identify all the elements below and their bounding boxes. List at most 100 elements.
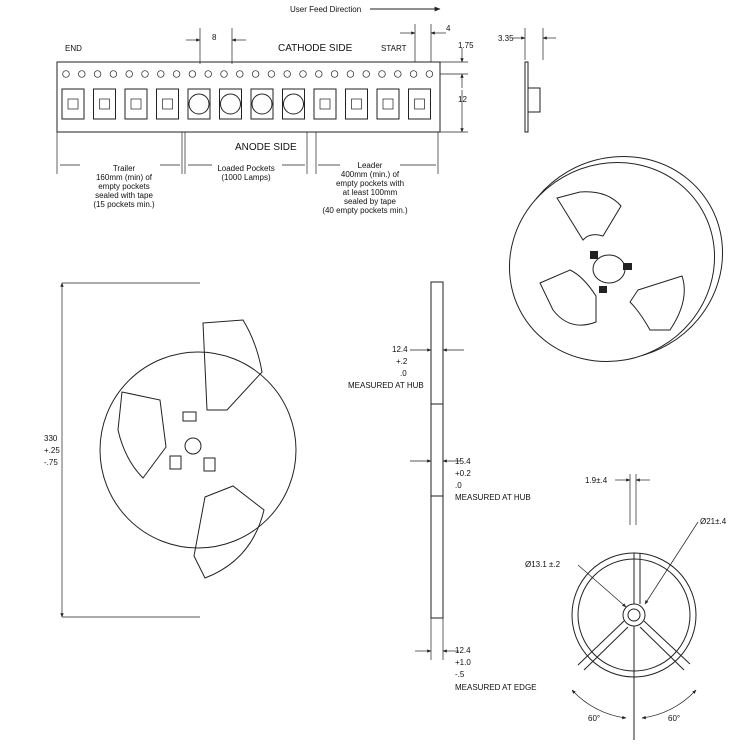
angle-right-dim: 60° [668,714,680,723]
hub-width2-dim: 15.4 +0.2 .0 MEASURED AT HUB [455,457,531,502]
tape-pocket [219,88,242,120]
dia-21-leader [644,521,699,605]
empty-pocket-cavity [351,98,362,110]
feed-direction-label: User Feed Direction [290,5,361,14]
sprocket-hole [267,70,276,78]
tape-pocket [93,88,116,120]
hub-key-left [169,455,182,470]
reel-side-view: 12.4 +.2 .0 MEASURED AT HUB 15.4 +0.2 .0… [348,281,537,692]
tape-pockets [61,88,431,120]
slot-width-dim: 1.9±.4 [585,476,608,485]
sprocket-hole [141,70,149,78]
svg-text:sealed by tape: sealed by tape [344,197,397,206]
tape-pocket [408,88,431,120]
width-dim: 12 [458,95,467,104]
svg-text:+1.0: +1.0 [455,658,471,667]
sprocket-hole [409,70,418,78]
leader-note: Leader 400mm (min.) of empty pockets wit… [322,161,408,215]
tape-pocket [345,88,368,120]
svg-text:at least 100mm: at least 100mm [343,188,398,197]
loaded-lamp [188,93,210,115]
sprocket-hole [346,70,355,78]
empty-pocket-cavity [67,98,79,110]
tape-pocket [61,88,85,120]
svg-text:sealed with tape: sealed with tape [95,191,153,200]
hole-pitch-dim: 4 [446,24,451,33]
iso-hub-key-2 [623,263,632,270]
hole-edge-dim: 1.75 [458,41,474,50]
tape-pocket [124,88,148,120]
svg-text:MEASURED AT HUB: MEASURED AT HUB [348,381,424,390]
svg-text:(15 pockets min.): (15 pockets min.) [93,200,155,209]
empty-pocket-cavity [414,98,425,110]
hub-key-right [203,457,216,472]
dia-13-dim: Ø13.1 ±.2 [525,560,561,569]
angle-left-dim: 60° [588,714,600,723]
empty-pocket-cavity [319,98,331,110]
sprocket-hole [93,70,102,78]
tape-profile: 3.35 [498,28,556,133]
empty-pocket-cavity [130,98,142,110]
empty-pocket-cavity [99,98,110,110]
tape-pocket [187,88,211,120]
diameter-tol-minus: -.75 [44,458,58,467]
tape-pocket [376,88,400,120]
sprocket-hole [236,70,244,78]
iso-window-top [556,191,622,241]
reel-hub-detail: 1.9±.4 Ø21±.4 Ø13.1 ±.2 60° 60° [525,474,727,740]
tape-pocket [313,88,337,120]
svg-text:.0: .0 [455,481,462,490]
window-bottom [193,485,265,579]
profile-pocket [527,87,541,113]
end-label: END [65,44,82,53]
svg-text:empty pockets with: empty pockets with [336,179,404,188]
reel-flange [99,351,297,549]
reel-isometric [508,155,724,363]
cathode-side-label: CATHODE SIDE [278,43,353,54]
svg-text:12.4: 12.4 [455,646,471,655]
sprocket-hole [251,70,260,78]
sprocket-hole [172,70,181,78]
svg-text:MEASURED AT EDGE: MEASURED AT EDGE [455,683,537,692]
sprocket-holes [62,70,434,78]
iso-window-left [539,269,597,326]
diameter-dim: 330 [44,434,58,443]
loaded-lamp [251,93,273,115]
window-left [117,391,167,479]
svg-text:MEASURED AT HUB: MEASURED AT HUB [455,493,531,502]
sprocket-hole [62,70,70,78]
svg-text:empty pockets: empty pockets [98,182,150,191]
hub-ring-inner [627,608,641,622]
sprocket-hole [78,70,86,78]
loaded-note: Loaded Pockets (1000 Lamps) [217,164,274,182]
svg-text:.0: .0 [400,369,407,378]
tape-pocket [156,88,179,120]
sprocket-hole [425,70,434,78]
hub-key-top [182,411,197,422]
sprocket-hole [188,70,197,78]
svg-text:400mm (min.) of: 400mm (min.) of [341,170,400,179]
dia-13-leader [577,564,627,608]
sprocket-hole [315,70,323,78]
side-view-body [430,281,444,619]
iso-rim-front [508,161,716,363]
anode-side-label: ANODE SIDE [235,142,297,153]
sprocket-hole [362,70,370,78]
empty-pocket-cavity [162,98,173,110]
tape-pocket [282,88,305,120]
svg-text:15.4: 15.4 [455,457,471,466]
spoke-right-2 [639,626,685,671]
pitch-dim: 8 [212,33,217,42]
sprocket-hole [125,70,133,78]
svg-text:Trailer: Trailer [113,164,136,173]
loaded-lamp [220,93,241,115]
sprocket-hole [378,70,386,78]
tape-pocket [250,88,274,120]
carrier-tape [56,61,441,133]
sprocket-hole [394,70,402,78]
svg-text:(40 empty pockets min.): (40 empty pockets min.) [322,206,408,215]
trailer-note: Trailer 160mm (min) of empty pockets sea… [93,164,155,209]
spoke-left-2 [583,626,629,671]
center-hole [184,437,202,455]
